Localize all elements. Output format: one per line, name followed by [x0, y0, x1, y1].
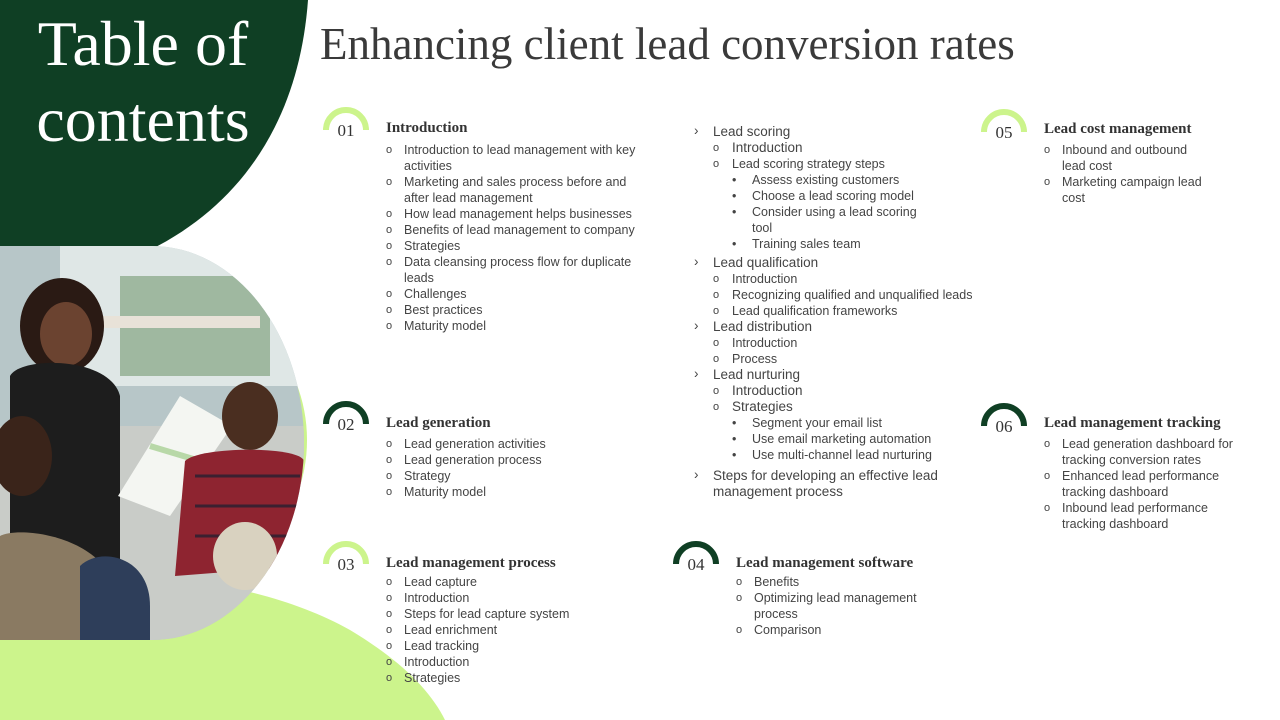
outline-item: Process [694, 351, 994, 367]
badge-number: 04 [687, 555, 705, 574]
toc-title-line1: Table of [37, 8, 249, 79]
list-item: Lead generation dashboard for tracking c… [1044, 436, 1244, 468]
outline-bullet: Use email marketing automation [694, 431, 994, 447]
list-item: Comparison [736, 622, 946, 638]
list-item: Best practices [386, 302, 656, 318]
badge-number: 02 [337, 415, 355, 434]
toc-title: Table of contents [8, 6, 278, 158]
list-item: Lead capture [386, 574, 636, 590]
outline-item: Introduction [694, 383, 994, 399]
outline-bullet: Assess existing customers [694, 172, 994, 188]
list-item: Steps for lead capture system [386, 606, 636, 622]
badge-03: 03 [322, 540, 370, 588]
outline-item: Lead qualification frameworks [694, 303, 994, 319]
badge-number: 01 [337, 121, 355, 140]
badge-04: 04 [672, 540, 720, 588]
section-title: Lead generation [386, 415, 491, 431]
section-title: Lead management tracking [1044, 415, 1221, 431]
list-item: Introduction [386, 590, 636, 606]
list-item: Challenges [386, 286, 656, 302]
list-item: Marketing campaign lead cost [1044, 174, 1214, 206]
outline-item: Introduction [694, 271, 994, 287]
section-items: Inbound and outbound lead cost Marketing… [1044, 142, 1214, 206]
outline-item: Introduction [694, 335, 994, 351]
section-title: Introduction [386, 120, 468, 136]
toc-title-line2: contents [36, 84, 250, 155]
list-item: Introduction [386, 654, 636, 670]
outline-lead-qualification: Lead qualification [694, 254, 994, 271]
list-item: Maturity model [386, 318, 656, 334]
list-item: Enhanced lead performance tracking dashb… [1044, 468, 1244, 500]
badge-number: 06 [995, 417, 1013, 436]
middle-outline: Lead scoring Introduction Lead scoring s… [694, 123, 994, 500]
list-item: Data cleansing process flow for duplicat… [386, 254, 656, 286]
outline-item: Lead scoring strategy steps [694, 156, 994, 172]
list-item: Lead tracking [386, 638, 636, 654]
list-item: Strategies [386, 238, 656, 254]
outline-lead-scoring: Lead scoring [694, 123, 994, 140]
section-items: Benefits Optimizing lead management proc… [736, 574, 946, 638]
badge-number: 03 [337, 555, 355, 574]
section-title: Lead management process [386, 555, 556, 571]
section-items: Lead generation dashboard for tracking c… [1044, 436, 1244, 532]
list-item: Benefits [736, 574, 946, 590]
list-item: Optimizing lead management process [736, 590, 946, 622]
outline-lead-distribution: Lead distribution [694, 318, 994, 335]
list-item: Strategy [386, 468, 636, 484]
badge-05: 05 [980, 108, 1028, 156]
section-title: Lead management software [736, 555, 914, 571]
page-title: Enhancing client lead conversion rates [320, 19, 1015, 69]
section-items: Lead capture Introduction Steps for lead… [386, 574, 636, 686]
outline-item: Strategies [694, 399, 994, 415]
team-meeting-photo [0, 246, 304, 640]
outline-bullet: Consider using a lead scoring tool [694, 204, 932, 236]
list-item: Strategies [386, 670, 636, 686]
section-items: Lead generation activities Lead generati… [386, 436, 636, 500]
list-item: Lead generation process [386, 452, 636, 468]
list-item: Maturity model [386, 484, 636, 500]
outline-bullet: Segment your email list [694, 415, 994, 431]
badge-01: 01 [322, 106, 370, 154]
list-item: Marketing and sales process before and a… [386, 174, 644, 206]
badge-02: 02 [322, 400, 370, 448]
section-title: Lead cost management [1044, 121, 1192, 137]
outline-bullet: Use multi-channel lead nurturing [694, 447, 994, 463]
badge-number: 05 [995, 123, 1013, 142]
dark-green-corner-shape [0, 0, 308, 263]
list-item: Lead generation activities [386, 436, 636, 452]
outline-steps: Steps for developing an effective lead m… [694, 467, 963, 500]
outline-bullet: Training sales team [694, 236, 994, 252]
list-item: Inbound lead performance tracking dashbo… [1044, 500, 1244, 532]
outline-item: Introduction [694, 140, 994, 156]
outline-item: Recognizing qualified and unqualified le… [694, 287, 994, 303]
outline-lead-nurturing: Lead nurturing [694, 366, 994, 383]
outline-bullet: Choose a lead scoring model [694, 188, 994, 204]
list-item: Lead enrichment [386, 622, 636, 638]
list-item: Introduction to lead management with key… [386, 142, 656, 174]
list-item: Benefits of lead management to company [386, 222, 656, 238]
list-item: Inbound and outbound lead cost [1044, 142, 1214, 174]
section-items: Introduction to lead management with key… [386, 142, 656, 334]
list-item: How lead management helps businesses [386, 206, 656, 222]
